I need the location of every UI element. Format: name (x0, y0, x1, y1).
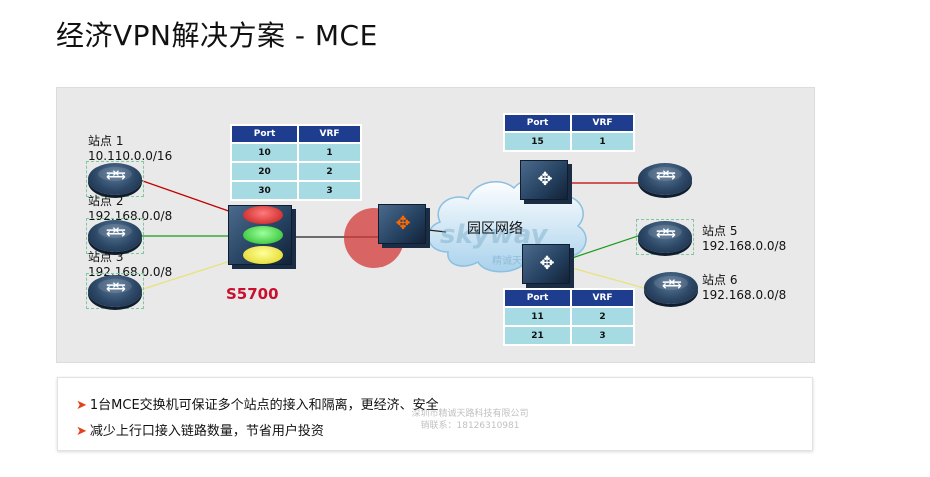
site-name: 站点 5 (702, 224, 738, 238)
site-3-router-frame (86, 273, 144, 309)
bullet-item: ➤减少上行口接入链路数量，节省用户投资 (76, 420, 324, 439)
top-right-router-icon[interactable]: ⇄⇆ (638, 163, 692, 195)
link-site1-mce (139, 179, 241, 216)
site-name: 站点 6 (702, 273, 738, 287)
site-1-router-icon[interactable]: ⇄⇆ (88, 163, 142, 195)
site-5-router-frame (636, 219, 694, 255)
table-cell: 30 (229, 180, 300, 201)
site-subnet: 192.168.0.0/8 (88, 209, 173, 223)
vrf-red-disc (243, 206, 283, 224)
table-header: VRF (570, 288, 635, 308)
cloud-label: 园区网络 (467, 221, 523, 237)
table-cell: 15 (502, 131, 573, 152)
table-cell: 11 (502, 306, 573, 327)
table-cell: 21 (502, 325, 573, 346)
site-5-label: 站点 5 192.168.0.0/8 (702, 224, 786, 254)
watermark-tagline: 精诚天 (492, 256, 522, 267)
mce-model-label: S5700 (226, 285, 279, 303)
table-cell: 3 (297, 180, 362, 201)
center-switch-icon[interactable]: ✥ (378, 204, 426, 244)
site-5-router-icon[interactable]: ⇄⇆ (638, 221, 692, 253)
company-name: 深圳市精诚天路科技有限公司 (411, 409, 529, 419)
table-cell: 3 (570, 325, 635, 346)
site-subnet: 192.168.0.0/8 (702, 239, 787, 253)
table-cell: 1 (570, 131, 635, 152)
company-contact: 销联系：18126310981 (420, 421, 520, 431)
table-header: VRF (297, 124, 362, 144)
site-name: 站点 2 (88, 194, 124, 208)
table-cell: 2 (570, 306, 635, 327)
table-cell: 10 (229, 142, 300, 163)
mce-switch-icon[interactable] (228, 205, 292, 265)
arrow-bullet-icon: ➤ (76, 424, 87, 439)
table-header: Port (502, 288, 573, 308)
table-cell: 2 (297, 161, 362, 182)
site-1-label: 站点 1 10.110.0.0/16 (88, 134, 172, 164)
site-2-label: 站点 2 192.168.0.0/8 (88, 194, 172, 224)
table-header: Port (502, 113, 573, 133)
vrf-green-disc (243, 226, 283, 244)
top-right-switch-icon[interactable]: ✥ (520, 160, 568, 200)
link-site6 (571, 267, 645, 289)
site-2-router-icon[interactable]: ⇄⇆ (88, 220, 142, 252)
bullet-text: 减少上行口接入链路数量，节省用户投资 (89, 424, 324, 439)
link-site3-mce (139, 257, 241, 291)
link-center-cloud (427, 229, 447, 233)
bullet-text: 1台MCE交换机可保证多个站点的接入和隔离，更经济、安全 (89, 398, 439, 413)
site-6-router-icon[interactable]: ⇄⇆ (644, 272, 698, 304)
site-subnet: 10.110.0.0/16 (88, 149, 173, 163)
link-site5 (571, 235, 639, 259)
company-watermark: 深圳市精诚天路科技有限公司 销联系：18126310981 (400, 408, 540, 432)
site-name: 站点 3 (88, 250, 124, 264)
summary-box: ➤1台MCE交换机可保证多个站点的接入和隔离，更经济、安全 ➤减少上行口接入链路… (57, 377, 813, 451)
site-2-router-frame (86, 218, 144, 254)
site-name: 站点 1 (88, 134, 124, 148)
site-6-label: 站点 6 192.168.0.0/8 (702, 273, 786, 303)
page-title: 经济VPN解决方案 - MCE (56, 19, 378, 52)
table-header: Port (229, 124, 300, 144)
arrow-bullet-icon: ➤ (76, 398, 87, 413)
site-1-router-frame (86, 161, 144, 197)
site-subnet: 192.168.0.0/8 (702, 288, 787, 302)
site-3-router-icon[interactable]: ⇄⇆ (88, 275, 142, 307)
bullet-item: ➤1台MCE交换机可保证多个站点的接入和隔离，更经济、安全 (76, 394, 439, 413)
table-header: VRF (570, 113, 635, 133)
bottom-right-switch-icon[interactable]: ✥ (522, 244, 570, 284)
table-cell: 20 (229, 161, 300, 182)
table-cell: 1 (297, 142, 362, 163)
vrf-yellow-disc (243, 246, 283, 264)
